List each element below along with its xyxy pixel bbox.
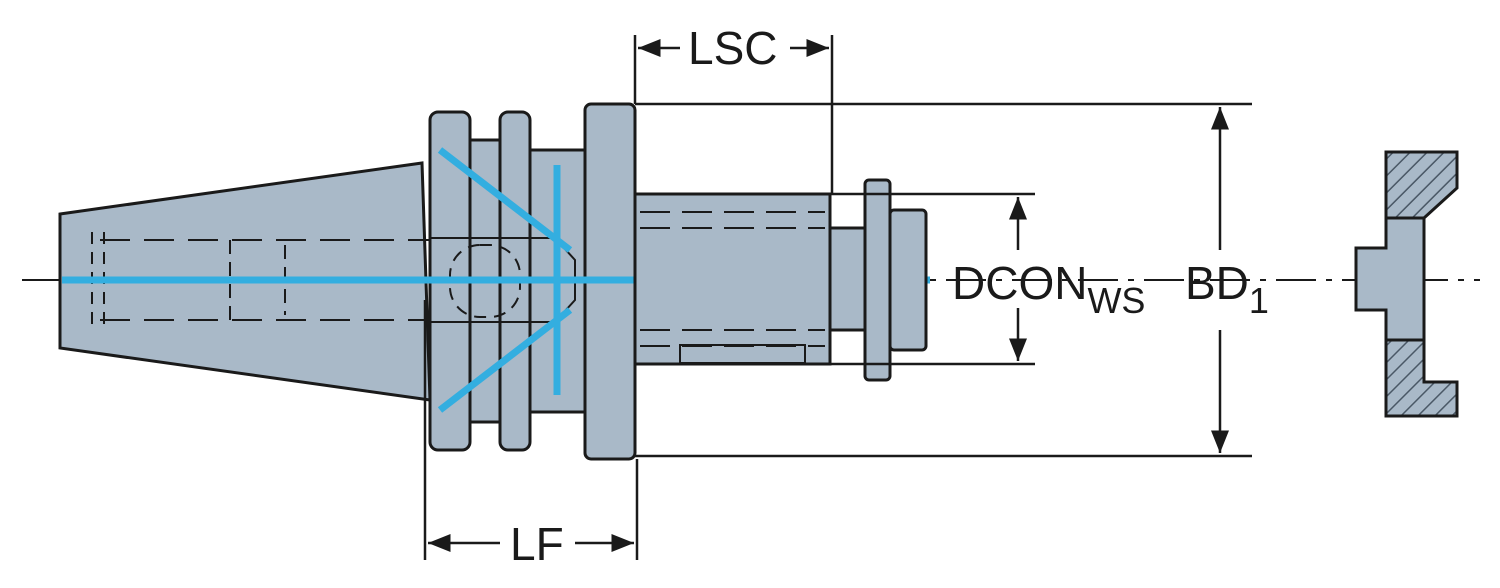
lsc-label: LSC: [688, 22, 777, 74]
bd-sub: 1: [1249, 280, 1269, 321]
dcon-label: DCONWS: [952, 257, 1145, 321]
dimension-lines: [423, 35, 1252, 560]
section-view: [1354, 150, 1459, 418]
lf-label: LF: [510, 518, 564, 570]
bd-main: BD: [1185, 257, 1249, 309]
bd-label: BD1: [1185, 257, 1269, 321]
shank: [633, 178, 928, 382]
dcon-sub: WS: [1087, 280, 1145, 321]
dcon-main: DCON: [952, 257, 1087, 309]
